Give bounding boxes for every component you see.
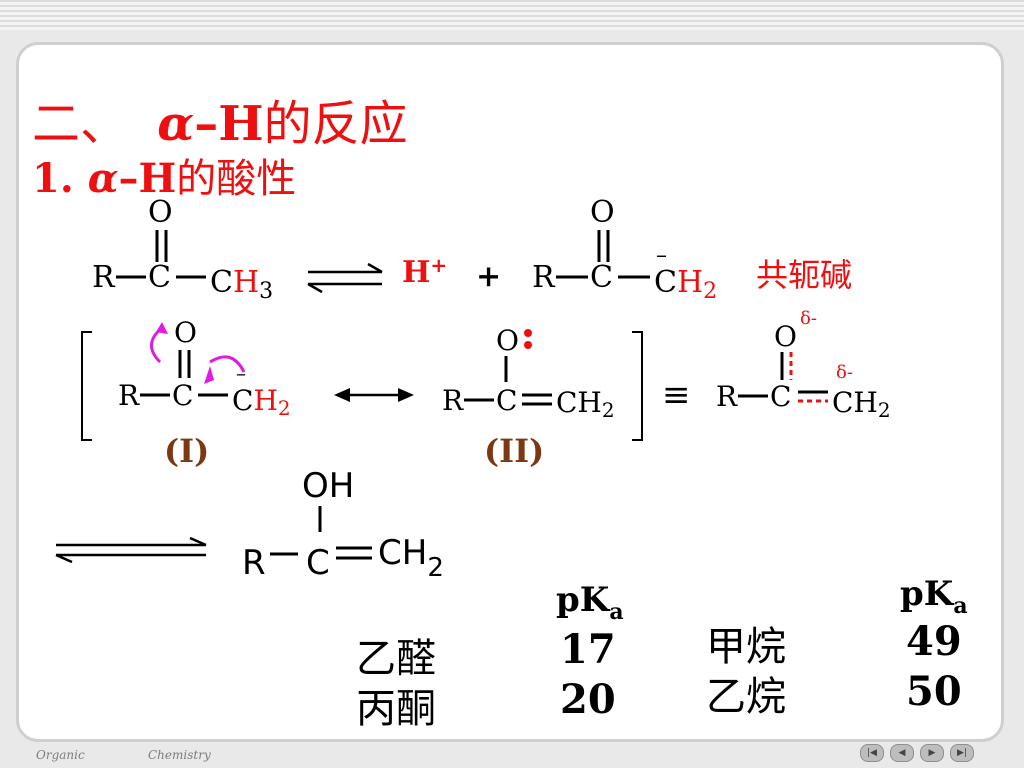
plus-sign: +: [476, 259, 501, 294]
enolate-c: C: [590, 260, 613, 295]
hybrid-delta-o: δ-: [800, 308, 817, 329]
top-stripe-bar: [0, 0, 1024, 30]
hybrid-c: C: [770, 380, 791, 413]
enol-r: R: [242, 543, 266, 583]
electron-arrow-lower-icon: [209, 355, 246, 373]
title-h: H: [218, 96, 264, 152]
struct-i-c: C: [172, 379, 193, 412]
enolate-oxygen: O: [590, 195, 615, 230]
enol-equilibrium-arrow: [55, 536, 207, 564]
h-plus: H+: [402, 253, 447, 290]
ketone-c: C: [148, 260, 171, 295]
struct-ii-ch2: CH2: [556, 386, 615, 422]
pka-row-right-0-name: 甲烷: [706, 624, 786, 670]
enol-oh: OH: [302, 466, 354, 506]
next-slide-icon[interactable]: ▶: [920, 744, 944, 762]
struct-i-r: R: [118, 379, 140, 412]
subtitle-text: 的酸性: [176, 156, 297, 202]
pka-row-left-0-value: 17: [560, 626, 616, 673]
struct-ii-c: C: [496, 384, 517, 417]
pka-row-right-1-value: 50: [906, 668, 962, 715]
pka-header-right-text: pK: [900, 574, 954, 614]
enol-structure: OH R C CH2: [242, 466, 444, 583]
enolate-structure: O R C CH2 –: [532, 195, 717, 304]
title-dash: –: [194, 96, 219, 152]
pka-row-left-0-name: 乙醛: [356, 636, 436, 682]
pka-header-left: pKa: [556, 580, 624, 625]
right-bracket: [632, 331, 643, 441]
slide-nav: |◀ ◀ ▶ ▶|: [860, 744, 974, 762]
struct-ii-r: R: [442, 384, 464, 417]
title-alpha: α: [157, 96, 195, 152]
minus-charge: –: [656, 243, 667, 268]
equilibrium-arrow: [307, 262, 383, 294]
enolate-ch2: CH2: [654, 265, 717, 304]
resonance-arrow: [334, 388, 414, 402]
resonance-structure-i: O R C CH2 – (I): [118, 316, 291, 470]
resonance-hybrid: O δ- R C CH2 δ-: [716, 308, 891, 422]
equivalence-sign: ≡: [662, 375, 691, 415]
left-bracket: [81, 331, 92, 441]
title-text: 的反应: [263, 96, 408, 152]
resonance-structure-ii: O R C CH2 (II): [442, 324, 615, 470]
hybrid-ch2: CH2: [832, 386, 891, 422]
first-slide-icon[interactable]: |◀: [860, 744, 884, 762]
subtitle-alpha: α: [87, 155, 119, 202]
title-section-number: 二、: [32, 96, 129, 152]
conjugate-base-label: 共轭碱: [756, 256, 852, 294]
slide-card: [16, 42, 1004, 742]
struct-i-minus: –: [236, 361, 246, 385]
ketone-structure: O R C CH3: [92, 195, 273, 304]
ketone-r: R: [92, 260, 116, 295]
ketone-oxygen: O: [148, 195, 173, 230]
hybrid-r: R: [716, 380, 738, 413]
enol-c: C: [306, 543, 330, 583]
electron-arrow-upper-icon: [150, 326, 163, 364]
last-slide-icon[interactable]: ▶|: [950, 744, 974, 762]
enol-ch2: CH2: [378, 533, 444, 583]
subtitle-dash: –: [118, 155, 139, 202]
pka-header-left-text: pK: [556, 580, 610, 620]
pka-header-right-sub: a: [953, 592, 968, 619]
label-i: (I): [164, 432, 209, 470]
pka-row-right-0-value: 49: [906, 618, 962, 665]
struct-i-oxygen: O: [174, 316, 197, 349]
struct-ii-oxygen: O: [496, 324, 519, 357]
subtitle-number: 1.: [32, 155, 74, 202]
hybrid-delta-c: δ-: [836, 362, 853, 383]
label-ii: (II): [484, 432, 544, 470]
section-subtitle: 1. α–H的酸性: [32, 146, 296, 204]
subtitle-h: H: [138, 155, 177, 202]
enolate-r: R: [532, 260, 556, 295]
footer-left: Organic: [36, 748, 85, 762]
hybrid-oxygen: O: [774, 320, 797, 353]
page-title: 二、 α–H的反应: [32, 84, 408, 154]
footer-right: Chemistry: [148, 748, 211, 762]
pka-header-right: pKa: [900, 574, 968, 619]
struct-i-ch2: CH2: [232, 384, 291, 420]
pka-row-left-1-value: 20: [560, 676, 616, 723]
prev-slide-icon[interactable]: ◀: [890, 744, 914, 762]
pka-row-right-1-name: 乙烷: [706, 674, 786, 720]
pka-row-left-1-name: 丙酮: [356, 686, 436, 732]
ketone-ch3: CH3: [210, 265, 273, 304]
pka-header-left-sub: a: [609, 598, 624, 625]
